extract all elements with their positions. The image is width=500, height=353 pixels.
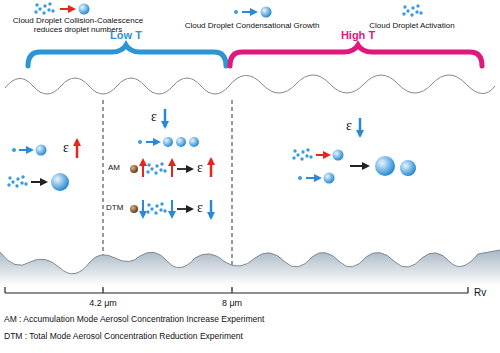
note-text: DTM : Total Mode Aerosol Concentration R… xyxy=(4,332,243,342)
experiment-label: DTM xyxy=(106,203,123,212)
axis-label: Rv xyxy=(474,287,486,299)
legend-label: Cloud Droplet Activation xyxy=(352,21,472,30)
epsilon-symbol: ε xyxy=(346,118,352,134)
legend-label: Cloud Droplet Condensational Growth xyxy=(167,21,337,30)
axis-tick-label: 8 μm xyxy=(207,298,257,308)
epsilon-symbol: ε xyxy=(63,140,69,156)
experiment-label: AM xyxy=(108,163,120,172)
regime-label: Low T xyxy=(91,29,161,42)
axis-tick-label: 4.2 μm xyxy=(78,298,128,308)
regime-label: High T xyxy=(323,29,393,42)
epsilon-symbol: ε xyxy=(197,160,203,176)
epsilon-symbol: ε xyxy=(151,109,157,125)
note-text: AM : Accumulation Mode Aerosol Concentra… xyxy=(4,315,264,325)
epsilon-symbol: ε xyxy=(197,200,203,216)
